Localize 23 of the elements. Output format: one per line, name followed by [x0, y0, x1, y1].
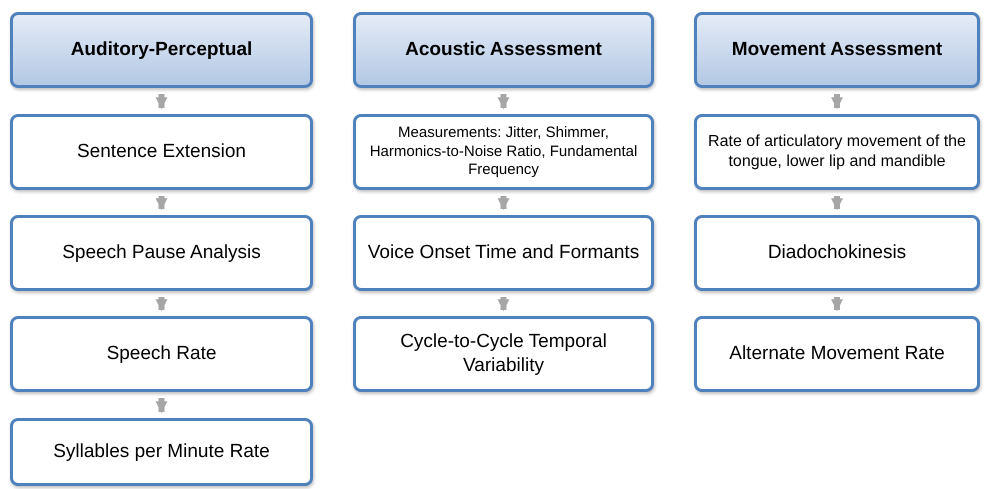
process-box: Measurements: Jitter, Shimmer, Harmonics-to-Noise Ratio, Fundamental Frequency: [353, 114, 654, 190]
arrow: [831, 94, 843, 110]
process-box: Speech Rate: [10, 316, 313, 392]
process-box: Speech Pause Analysis: [10, 215, 313, 291]
process-box: Diadochokinesis: [694, 215, 980, 291]
arrow: [156, 94, 168, 110]
process-box: Rate of articulatory movement of the tongue, lower lip and mandible: [694, 114, 980, 190]
arrow: [156, 398, 168, 414]
arrow: [498, 196, 510, 210]
arrow: [498, 94, 510, 110]
arrow: [156, 196, 168, 210]
process-box: Voice Onset Time and Formants: [353, 215, 654, 291]
arrow: [156, 297, 168, 312]
arrow: [831, 297, 843, 312]
process-box: Cycle-to-Cycle Temporal Variability: [353, 316, 654, 392]
process-box: Syllables per Minute Rate: [10, 418, 313, 486]
header-box: Movement Assessment: [694, 12, 980, 88]
process-box: Alternate Movement Rate: [694, 316, 980, 392]
arrow: [498, 297, 510, 312]
arrow: [831, 196, 843, 210]
header-box: Auditory-Perceptual: [10, 12, 313, 88]
header-box: Acoustic Assessment: [353, 12, 654, 88]
process-box: Sentence Extension: [10, 114, 313, 190]
